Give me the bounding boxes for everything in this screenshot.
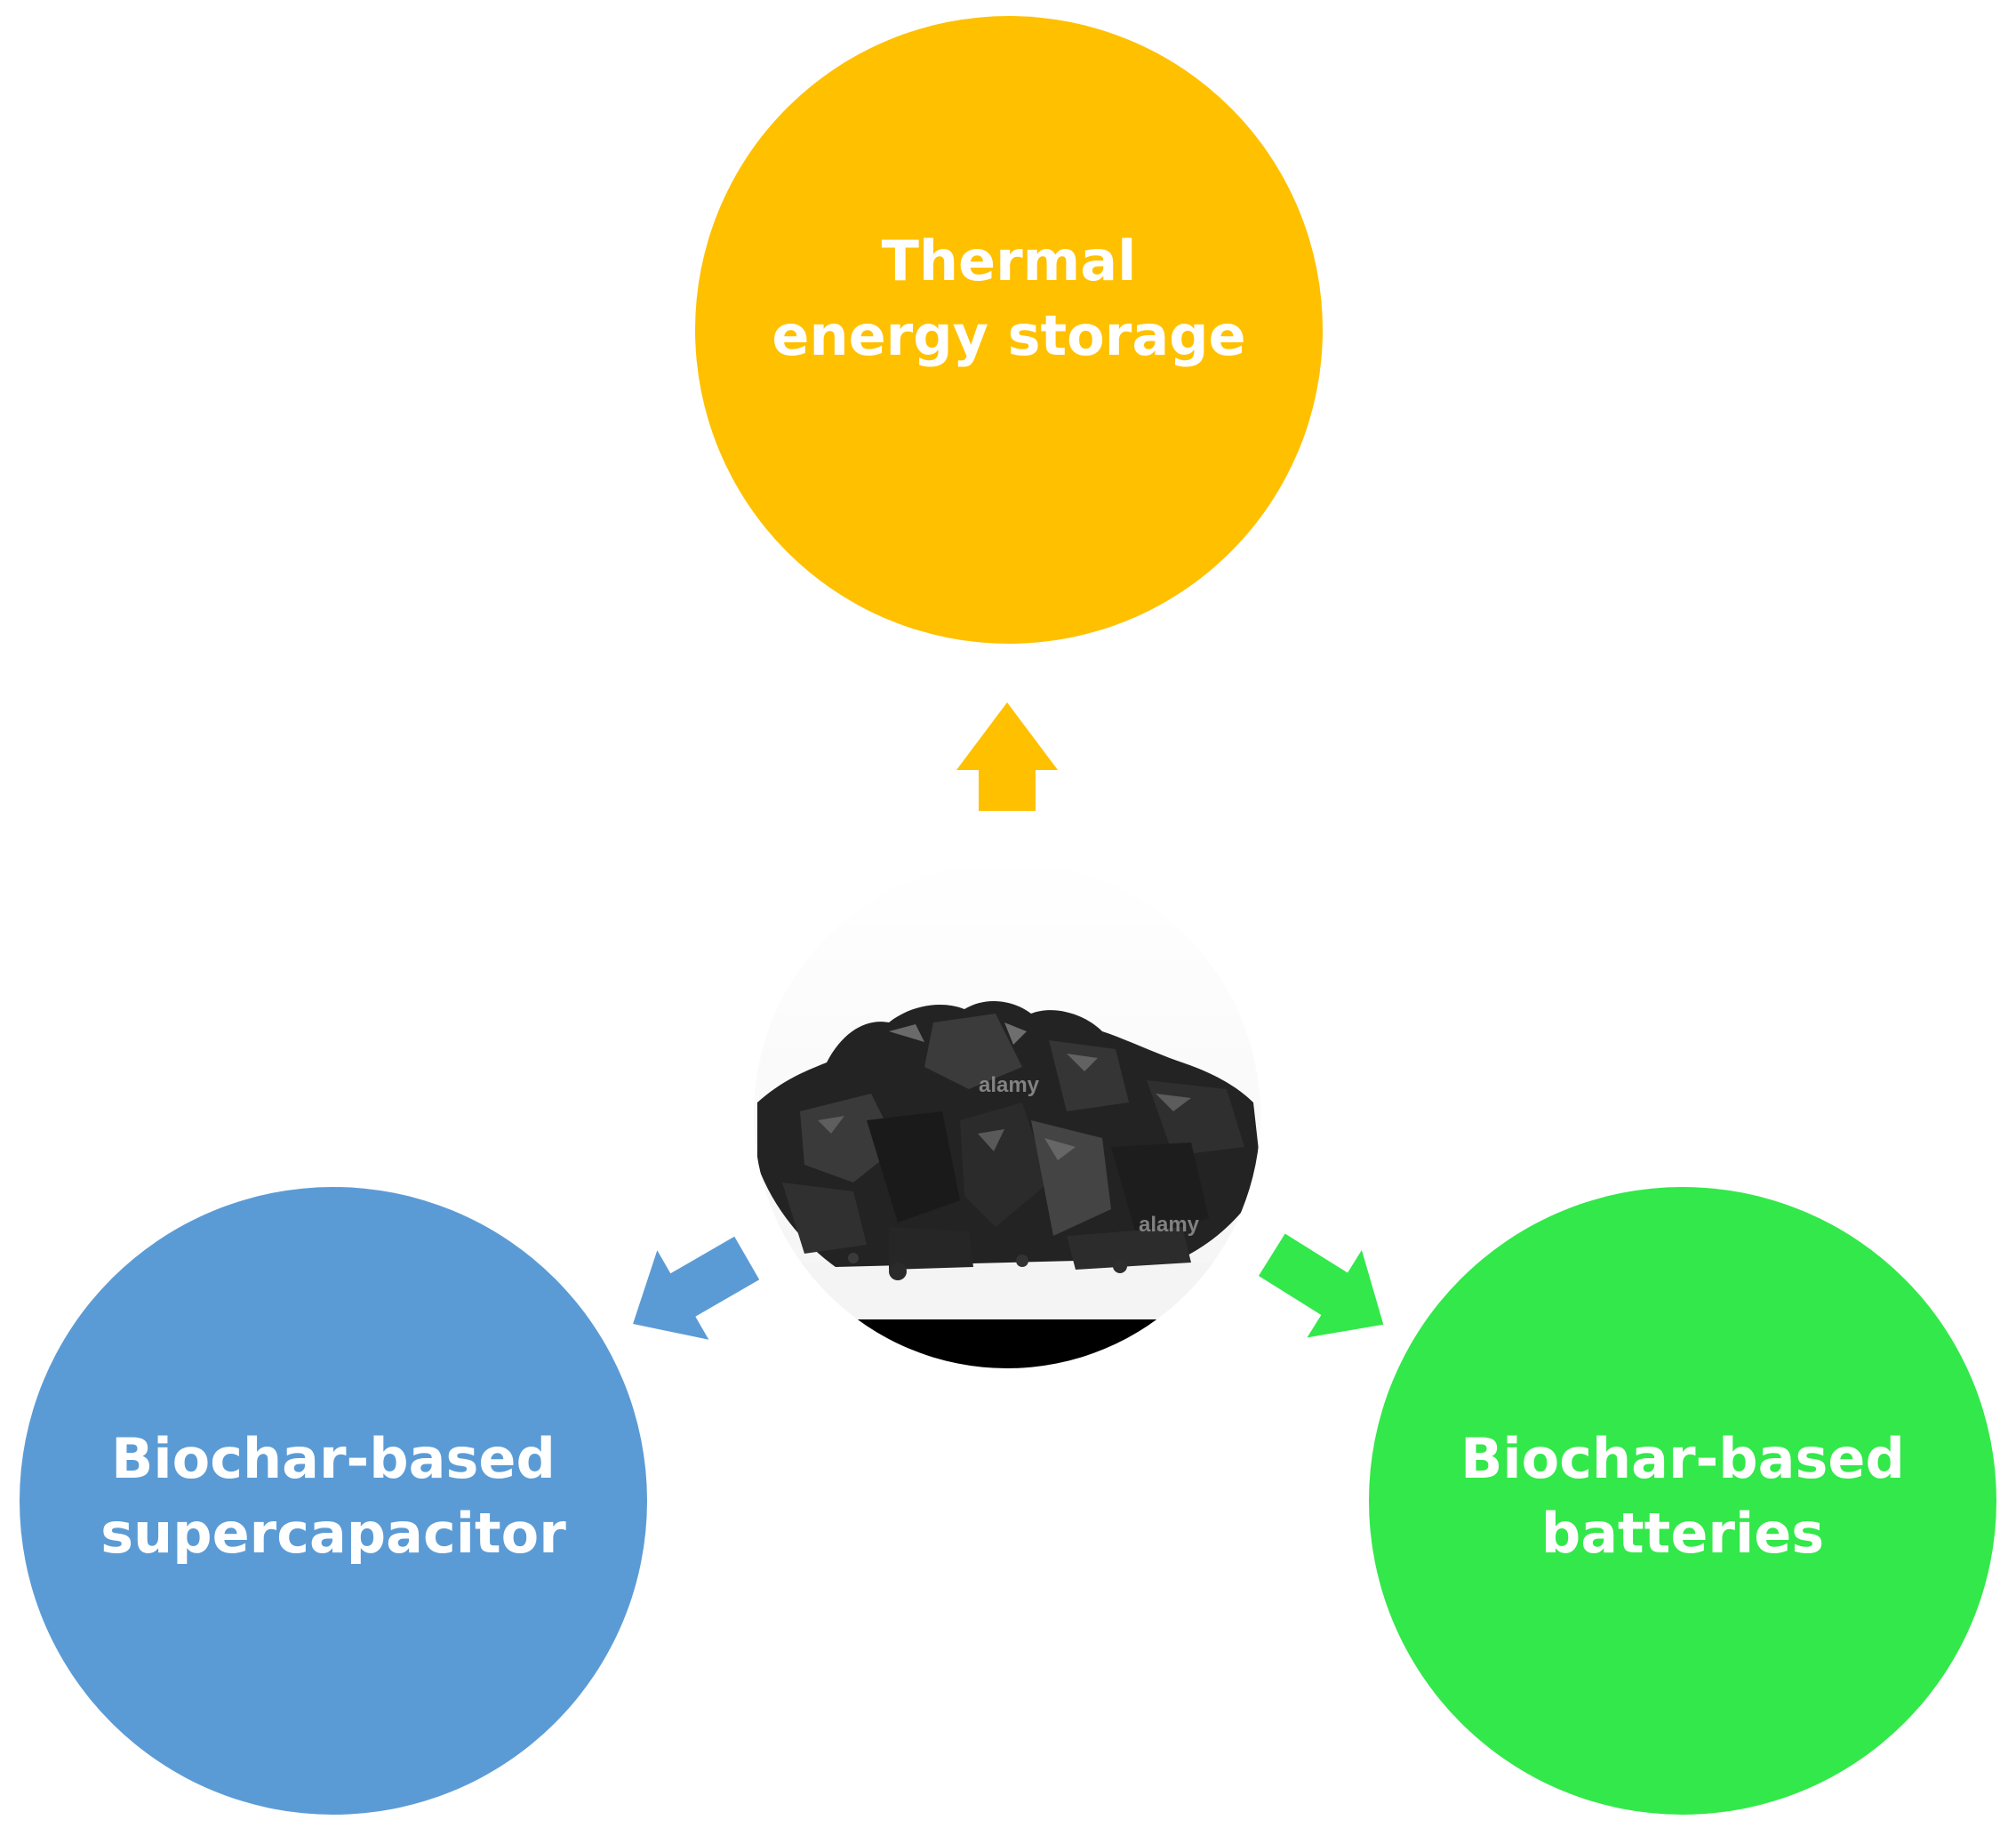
node-label-line: Thermal (881, 228, 1137, 293)
node-label-line: Biochar-based (111, 1426, 556, 1491)
arrow-up-icon (956, 702, 1058, 811)
thermal-energy-storage-node: Thermal energy storage (695, 16, 1323, 644)
node-label-line: batteries (1540, 1501, 1825, 1566)
biochar-pile-photo: alamy alamy (754, 862, 1260, 1368)
batteries-node: Biochar-based batteries (1369, 1187, 1996, 1815)
arrow-down-left-icon (633, 1236, 760, 1340)
node-label-line: Biochar-based (1460, 1426, 1905, 1491)
watermark-text: alamy (1139, 1213, 1200, 1237)
arrow-down-right-icon (1258, 1233, 1384, 1338)
watermark-text: alamy (979, 1073, 1040, 1097)
node-label-line: energy storage (772, 303, 1246, 368)
supercapacitor-node: Biochar-based supercapacitor (20, 1187, 647, 1815)
node-label-line: supercapacitor (100, 1501, 566, 1566)
